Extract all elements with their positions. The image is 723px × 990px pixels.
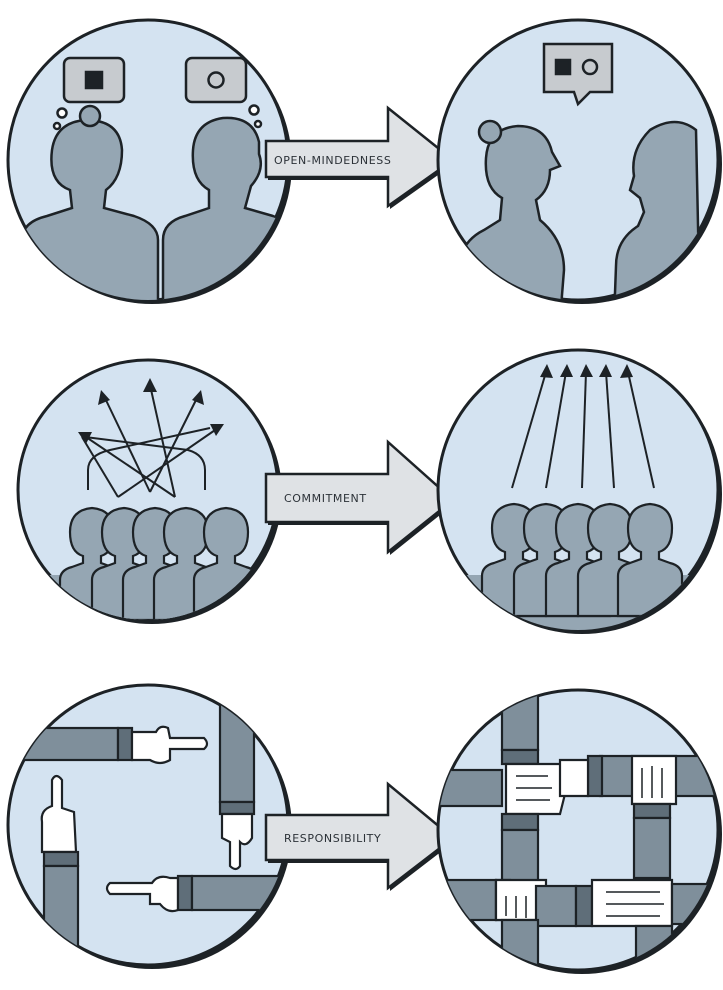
arrow-label-open-mindedness: OPEN-MINDEDNESS xyxy=(274,154,391,167)
row-responsibility: RESPONSIBILITY xyxy=(6,683,722,974)
arrow-label-commitment: COMMITMENT xyxy=(284,492,367,505)
circle-right-1 xyxy=(436,18,722,304)
arrow-2: COMMITMENT xyxy=(264,439,455,555)
square-icon xyxy=(554,58,572,76)
row-commitment: COMMITMENT xyxy=(16,348,722,634)
thought-bubble-right xyxy=(184,56,263,129)
divergent-arrows xyxy=(81,384,219,498)
arrow-3: RESPONSIBILITY xyxy=(264,781,456,891)
thought-bubble-left xyxy=(52,56,126,131)
square-icon xyxy=(84,70,104,90)
circle-left-1 xyxy=(6,18,292,304)
circle-right-3 xyxy=(436,688,722,974)
arrow-label-responsibility: RESPONSIBILITY xyxy=(284,832,381,845)
circle-icon xyxy=(581,58,599,76)
convergent-arrows xyxy=(511,371,655,489)
circle-icon xyxy=(207,71,225,89)
circle-left-3 xyxy=(6,683,292,969)
speech-bubble xyxy=(542,42,614,107)
circle-right-2 xyxy=(436,348,722,634)
divergent-arrowheads xyxy=(78,378,224,444)
row-open-mindedness: OPEN-MINDEDNESS xyxy=(6,18,722,304)
arrow-1: OPEN-MINDEDNESS xyxy=(264,105,456,209)
circle-left-2 xyxy=(16,358,282,624)
convergent-arrowheads xyxy=(540,364,633,378)
